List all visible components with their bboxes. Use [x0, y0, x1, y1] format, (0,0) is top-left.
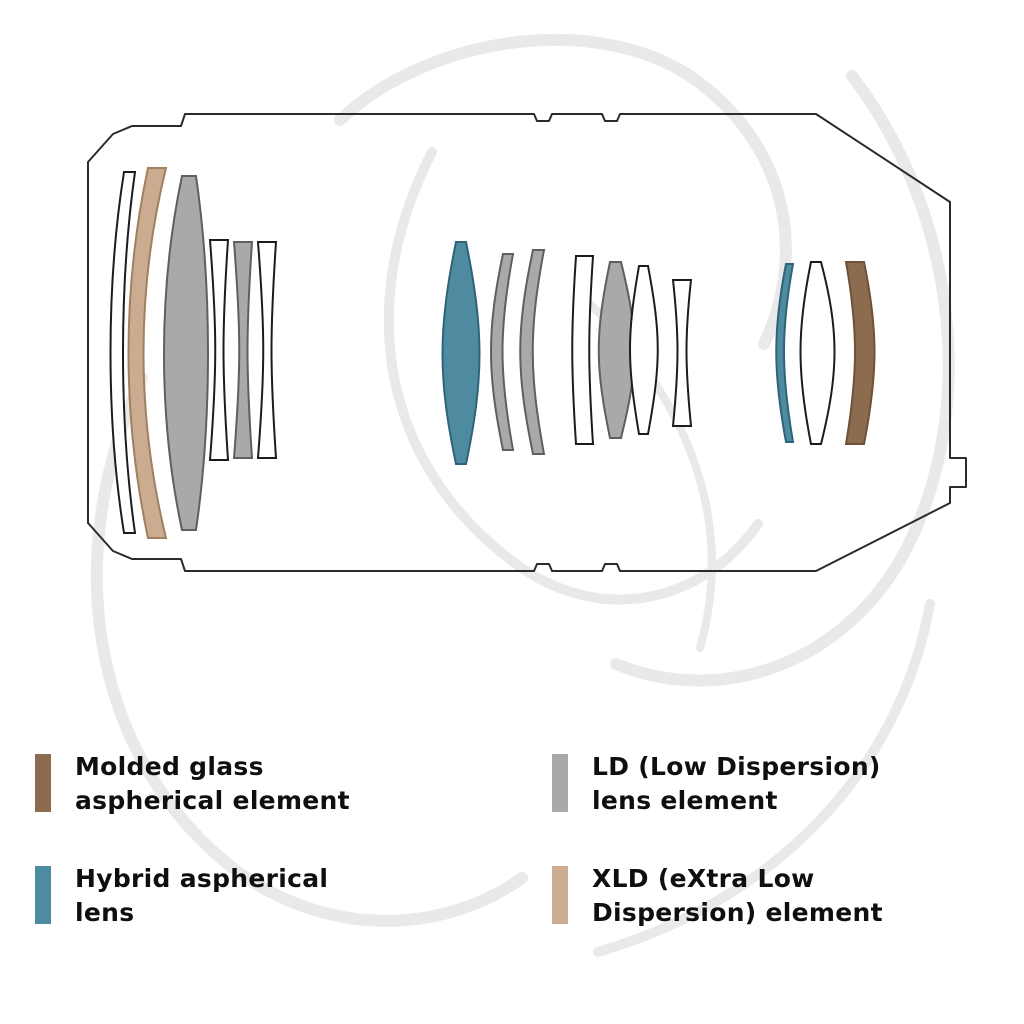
watermark-curve: [90, 372, 528, 927]
legend-swatch-ld: [552, 754, 568, 812]
legend-label-line: Dispersion) element: [592, 898, 883, 927]
legend: Molded glass aspherical element Hybrid a…: [0, 742, 1024, 992]
legend-label-line: Hybrid aspherical: [75, 864, 329, 893]
lens-element-4-standard: [208, 239, 230, 461]
legend-label-line: lens element: [592, 786, 778, 815]
lens-element-10-standard: [571, 255, 595, 445]
lens-element-12-standard: [629, 265, 659, 435]
legend-label-xld: XLD (eXtra Low Dispersion) element: [592, 862, 883, 930]
lens-element-5-ld: [232, 241, 254, 459]
lens-element-2-xld: [127, 167, 168, 539]
legend-item-molded-glass: Molded glass aspherical element: [35, 750, 350, 818]
lens-element-15-standard: [799, 261, 836, 445]
lens-element-14-hybrid-aspherical: [775, 263, 795, 443]
watermark-curve: [593, 599, 935, 957]
lens-element-6-standard: [256, 241, 278, 459]
legend-label-line: XLD (eXtra Low: [592, 864, 815, 893]
lens-barrel-outline: [87, 113, 967, 572]
lens-element-9-ld: [519, 249, 546, 455]
lens-elements-group: [109, 167, 876, 539]
legend-label-line: LD (Low Dispersion): [592, 752, 881, 781]
legend-item-ld: LD (Low Dispersion) lens element: [552, 750, 881, 818]
legend-item-hybrid-aspherical: Hybrid aspherical lens: [35, 862, 328, 930]
legend-swatch-xld: [552, 866, 568, 924]
legend-swatch-molded-glass: [35, 754, 51, 812]
watermark-curve: [610, 70, 955, 687]
legend-label-line: Molded glass: [75, 752, 264, 781]
legend-item-xld: XLD (eXtra Low Dispersion) element: [552, 862, 883, 930]
legend-swatch-hybrid-aspherical: [35, 866, 51, 924]
legend-label-ld: LD (Low Dispersion) lens element: [592, 750, 881, 818]
legend-label-hybrid-aspherical: Hybrid aspherical lens: [75, 862, 328, 930]
lens-element-1-standard: [109, 171, 137, 534]
lens-element-7-hybrid-aspherical: [441, 241, 481, 465]
lens-element-8-ld: [490, 253, 515, 451]
lens-element-3-ld: [163, 175, 209, 531]
lens-element-16-molded-glass-aspherical: [844, 261, 876, 445]
legend-label-molded-glass: Molded glass aspherical element: [75, 750, 350, 818]
legend-label-line: aspherical element: [75, 786, 350, 815]
watermark-curve: [334, 33, 792, 350]
legend-label-line: lens: [75, 898, 135, 927]
lens-element-13-standard: [671, 279, 693, 427]
watermark-curve: [383, 147, 763, 605]
